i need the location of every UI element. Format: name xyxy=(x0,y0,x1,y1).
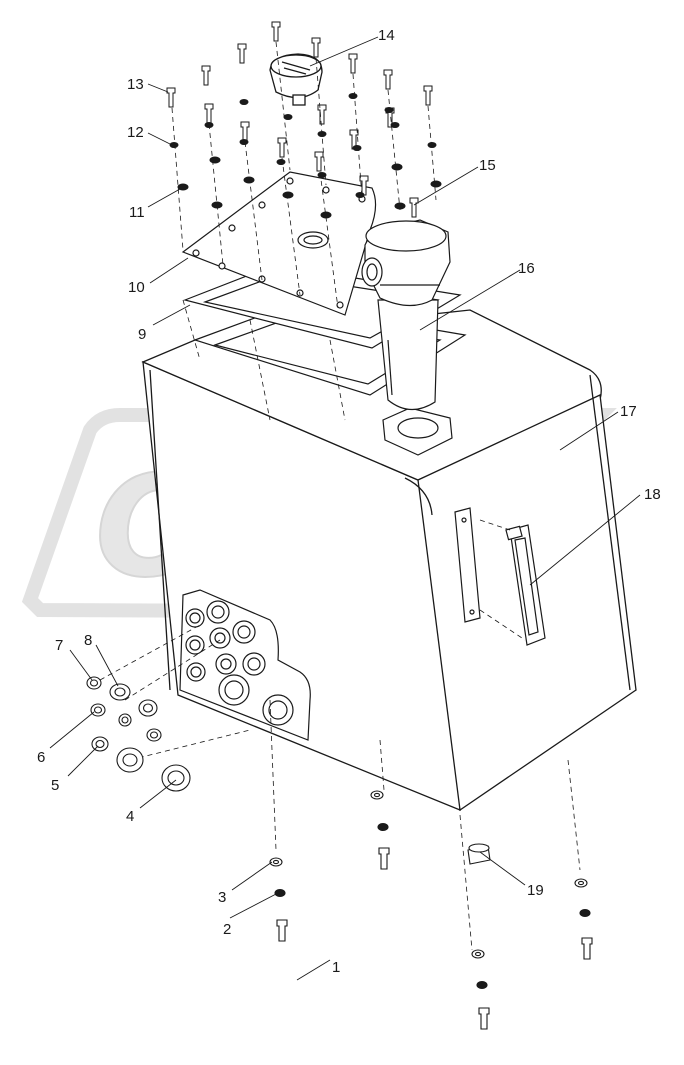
fitting-5b xyxy=(146,728,162,742)
callout-12: 12 xyxy=(127,124,144,141)
drain-plug xyxy=(467,843,491,865)
callout-13: 13 xyxy=(127,76,144,93)
fitting-6b xyxy=(118,713,132,727)
callout-15: 15 xyxy=(479,157,496,174)
callout-8: 8 xyxy=(84,632,92,649)
filter-assembly xyxy=(361,219,453,456)
callout-3: 3 xyxy=(218,889,226,906)
callout-10: 10 xyxy=(128,279,145,296)
washers xyxy=(169,93,442,219)
callout-5: 5 xyxy=(51,777,59,794)
callout-14: 14 xyxy=(378,27,395,44)
callout-7: 7 xyxy=(55,637,63,654)
callout-17: 17 xyxy=(620,403,637,420)
port-fittings xyxy=(185,600,294,726)
fitting-8 xyxy=(109,683,131,701)
callout-1: 1 xyxy=(332,959,340,976)
callout-19: 19 xyxy=(527,882,544,899)
callout-9: 9 xyxy=(138,326,146,343)
level-gauge xyxy=(454,507,546,646)
fitting-4b xyxy=(161,764,191,792)
bolts xyxy=(166,21,433,218)
filler-cap xyxy=(269,53,323,106)
callout-6: 6 xyxy=(37,749,45,766)
callout-2: 2 xyxy=(223,921,231,938)
fitting-6a xyxy=(90,703,106,717)
port-plate xyxy=(179,589,311,741)
leader-lines xyxy=(49,36,641,981)
callout-labels: 1 2 3 4 5 6 7 8 9 10 11 12 13 14 15 16 1… xyxy=(37,27,661,976)
callout-4: 4 xyxy=(126,808,134,825)
side-fittings xyxy=(86,676,191,792)
bottom-fasteners xyxy=(269,790,593,1030)
fitting-4a xyxy=(116,747,144,773)
callout-18: 18 xyxy=(644,486,661,503)
fitting-6c xyxy=(138,699,158,717)
callout-16: 16 xyxy=(518,260,535,277)
guide-lines xyxy=(99,41,581,951)
top-fasteners xyxy=(99,21,581,951)
fitting-5a xyxy=(91,736,109,752)
fitting-7 xyxy=(86,676,102,690)
callout-11: 11 xyxy=(129,204,145,221)
